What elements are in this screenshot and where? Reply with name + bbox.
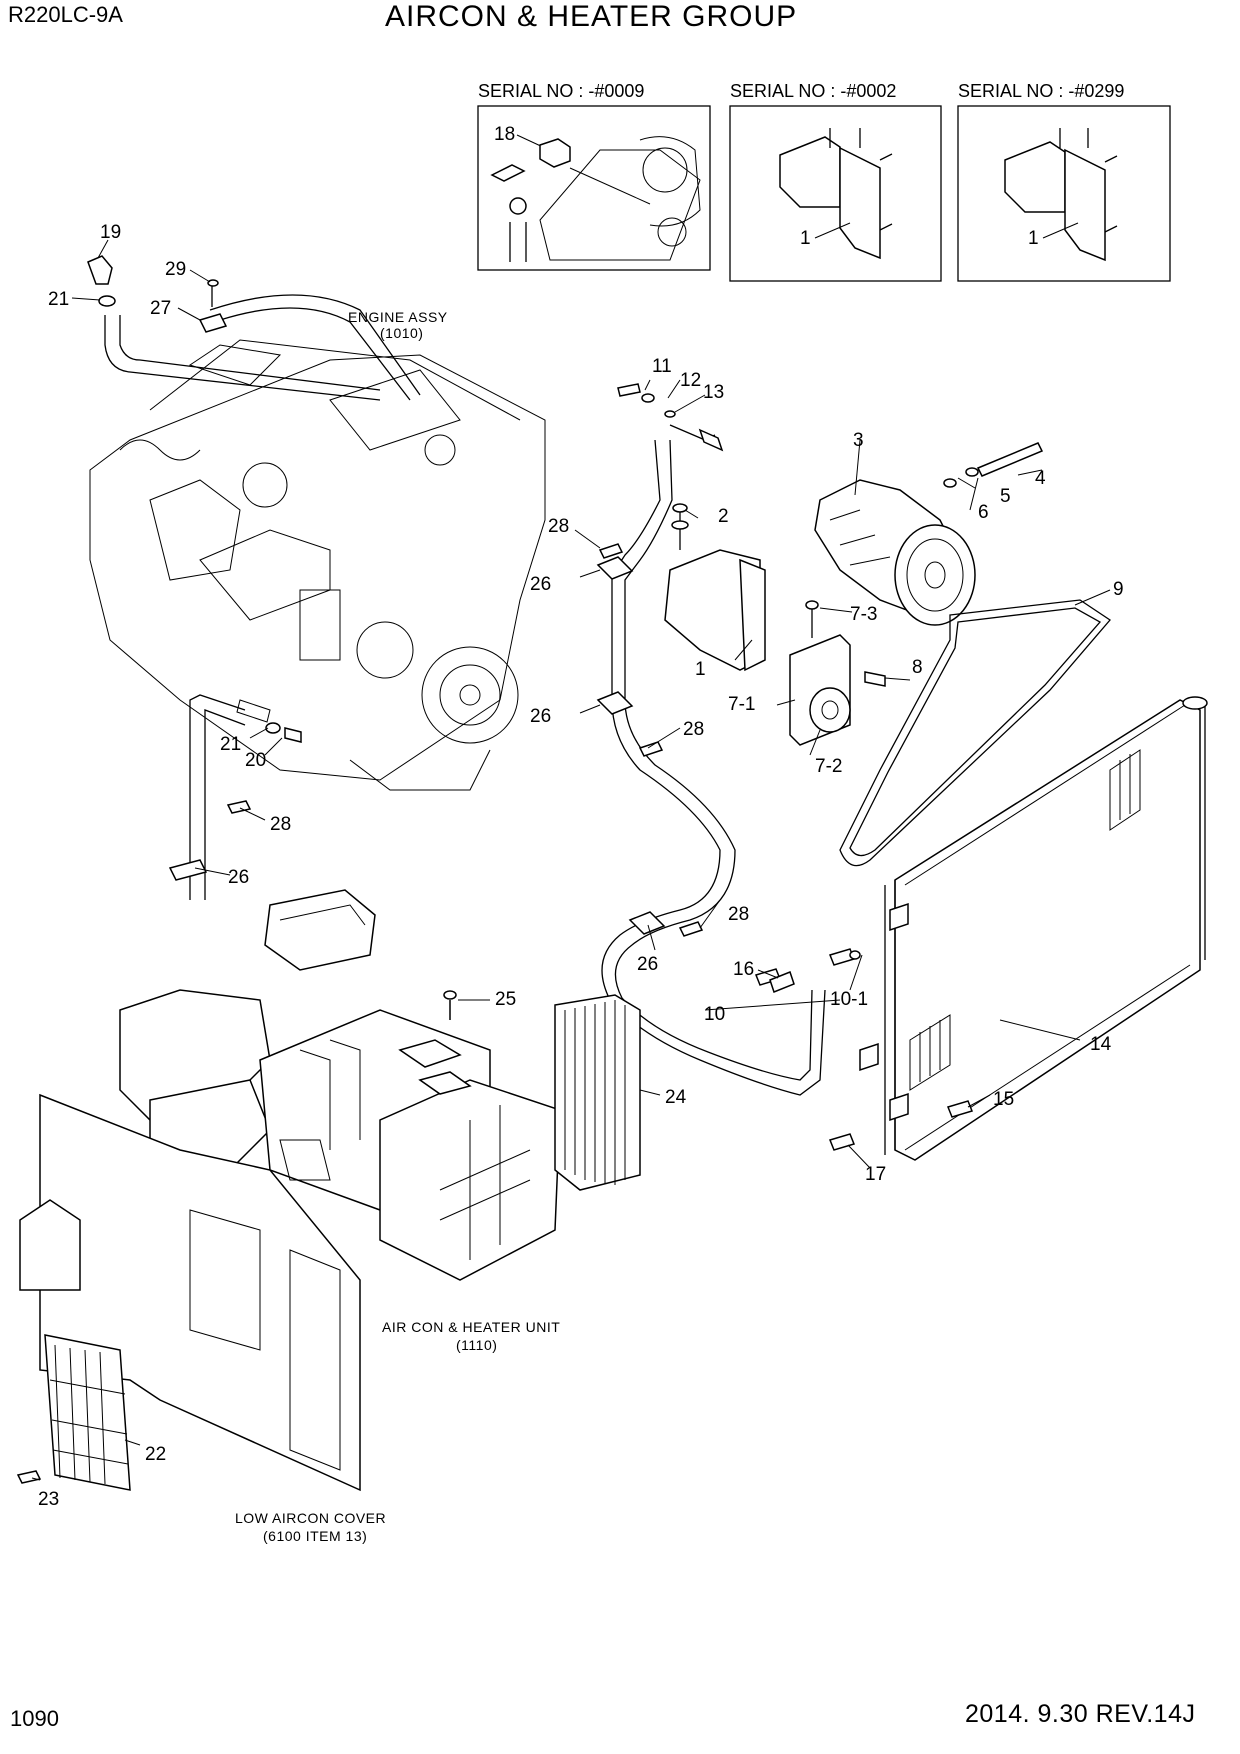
aircon-unit-label: AIR CON & HEATER UNIT xyxy=(382,1319,560,1335)
revision-date: 2014. 9.30 REV.14J xyxy=(965,1700,1196,1728)
callout-3: 3 xyxy=(853,430,864,451)
callout-26-middle: 26 xyxy=(530,706,551,727)
callout-7-2: 7-2 xyxy=(815,756,842,777)
callout-4: 4 xyxy=(1035,468,1046,489)
callout-19: 19 xyxy=(100,222,121,243)
callout-9: 9 xyxy=(1113,579,1124,600)
callout-28-middle: 28 xyxy=(683,719,704,740)
callout-24: 24 xyxy=(665,1087,687,1108)
callout-26-engine: 26 xyxy=(228,867,249,888)
callout-10-1: 10-1 xyxy=(830,989,868,1010)
serial-box-1: SERIAL NO : -#0009 18 xyxy=(477,81,711,271)
callout-6: 6 xyxy=(978,502,989,523)
callout-1-serial-b: 1 xyxy=(800,228,811,249)
callout-11: 11 xyxy=(652,356,672,377)
callout-2: 2 xyxy=(718,506,729,527)
compressor-group xyxy=(664,442,1044,746)
callout-1: 1 xyxy=(695,659,706,680)
engine-assy-ref: (1010) xyxy=(380,325,423,341)
callout-23: 23 xyxy=(38,1489,59,1510)
discharge-hose xyxy=(596,424,826,1096)
callout-15: 15 xyxy=(993,1089,1014,1110)
callout-21-bottom: 21 xyxy=(220,734,241,755)
callout-21-top: 21 xyxy=(48,289,69,310)
callout-labels: 19 21 29 27 21 20 28 26 28 26 26 28 28 2… xyxy=(38,222,1124,1510)
callout-25: 25 xyxy=(495,989,516,1010)
aircon-heater-unit: AIR CON & HEATER UNIT (1110) xyxy=(119,889,561,1353)
hose-hardware xyxy=(598,383,782,986)
callout-29: 29 xyxy=(165,259,186,280)
serial-label-2: SERIAL NO : -#0002 xyxy=(730,81,896,101)
engine-hardware xyxy=(87,255,302,881)
serial-box-2: SERIAL NO : -#0002 1 xyxy=(729,81,942,282)
callout-28-upper: 28 xyxy=(548,516,569,537)
callout-16: 16 xyxy=(733,959,754,980)
serial-box-3: SERIAL NO : -#0299 1 xyxy=(957,81,1171,282)
callout-5: 5 xyxy=(1000,486,1011,507)
leader-lines xyxy=(31,239,1111,1481)
callout-26-lower: 26 xyxy=(637,954,658,975)
engine-assembly: ENGINE ASSY (1010) xyxy=(89,309,546,791)
callout-12: 12 xyxy=(680,370,701,391)
callout-10: 10 xyxy=(704,1004,725,1025)
low-aircon-cover: LOW AIRCON COVER (6100 ITEM 13) xyxy=(16,1093,386,1544)
callout-7-3: 7-3 xyxy=(850,604,877,625)
callout-13: 13 xyxy=(703,382,724,403)
low-cover-ref: (6100 ITEM 13) xyxy=(263,1528,367,1544)
v-belt xyxy=(839,599,1111,867)
callout-28-engine: 28 xyxy=(270,814,291,835)
page-number: 1090 xyxy=(10,1706,59,1731)
model-number: R220LC-9A xyxy=(8,2,123,27)
callout-18: 18 xyxy=(494,124,515,145)
low-cover-label: LOW AIRCON COVER xyxy=(235,1510,386,1526)
serial-label-3: SERIAL NO : -#0299 xyxy=(958,81,1124,101)
serial-label-1: SERIAL NO : -#0009 xyxy=(478,81,644,101)
heater-hoses xyxy=(104,294,421,900)
callout-26-upper: 26 xyxy=(530,574,551,595)
callout-28-lower: 28 xyxy=(728,904,749,925)
engine-assy-label: ENGINE ASSY xyxy=(348,309,448,325)
callout-27: 27 xyxy=(150,298,171,319)
callout-22: 22 xyxy=(145,1444,166,1465)
page-title: AIRCON & HEATER GROUP xyxy=(385,0,798,33)
condenser xyxy=(769,696,1208,1161)
callout-7-1: 7-1 xyxy=(728,694,755,715)
callout-17: 17 xyxy=(865,1164,886,1185)
callout-20: 20 xyxy=(245,750,266,771)
air-filter xyxy=(554,994,641,1191)
aircon-unit-ref: (1110) xyxy=(456,1337,497,1353)
callout-1-serial-c: 1 xyxy=(1028,228,1039,249)
callout-14: 14 xyxy=(1090,1034,1112,1055)
callout-8: 8 xyxy=(912,657,923,678)
